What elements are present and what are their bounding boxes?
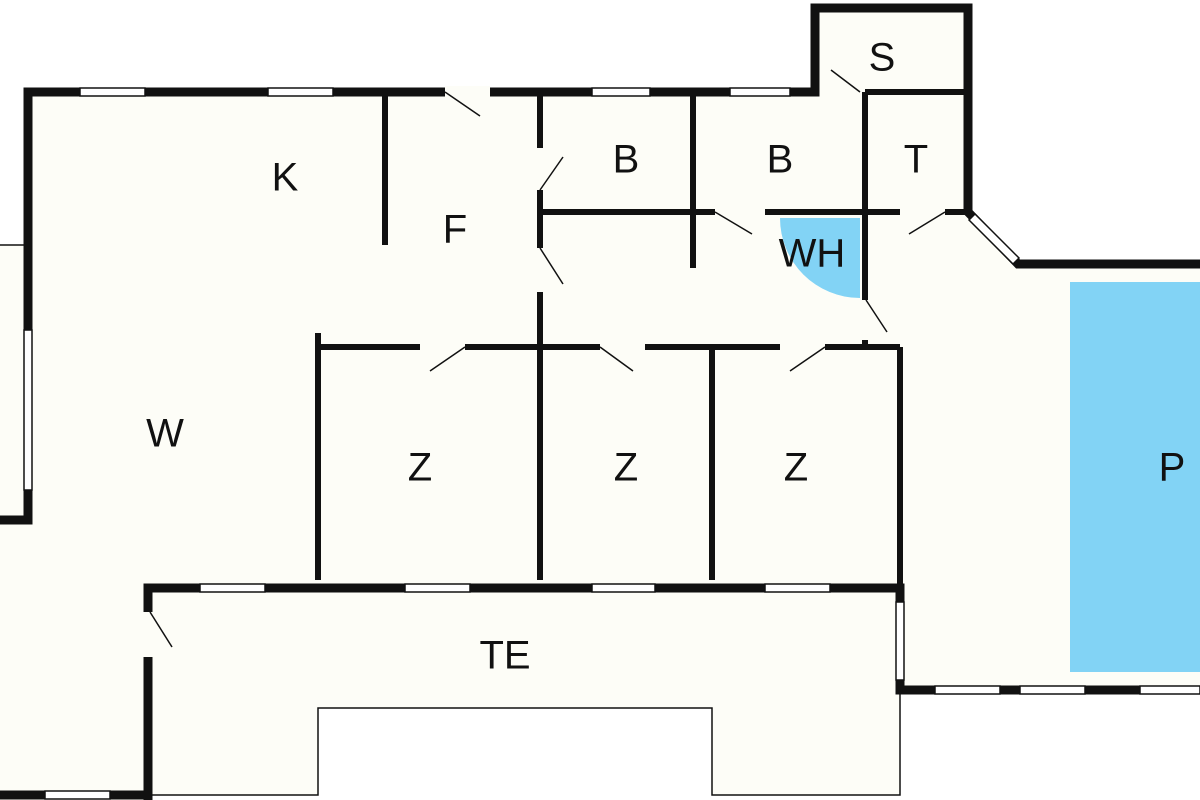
door-swings (149, 69, 946, 648)
room-label-k: K (272, 156, 299, 200)
room-label-w: W (146, 412, 184, 456)
room-label-t: T (904, 138, 928, 182)
room-label-b2: B (767, 138, 794, 182)
pool (1070, 282, 1200, 672)
room-label-z3: Z (784, 446, 808, 490)
interior-walls (315, 89, 968, 588)
room-label-b1: B (613, 138, 640, 182)
room-label-z1: Z (408, 446, 432, 490)
room-label-te: TE (479, 634, 530, 678)
terrace-outline (0, 244, 901, 796)
room-label-s: S (869, 36, 896, 80)
windows (23, 86, 1200, 800)
room-label-z2: Z (614, 446, 638, 490)
room-label-p: P (1159, 446, 1186, 490)
room-label-f: F (443, 208, 467, 252)
floor-area (0, 8, 1200, 800)
whirlpool (780, 218, 860, 298)
room-label-wh: WH (779, 232, 846, 276)
